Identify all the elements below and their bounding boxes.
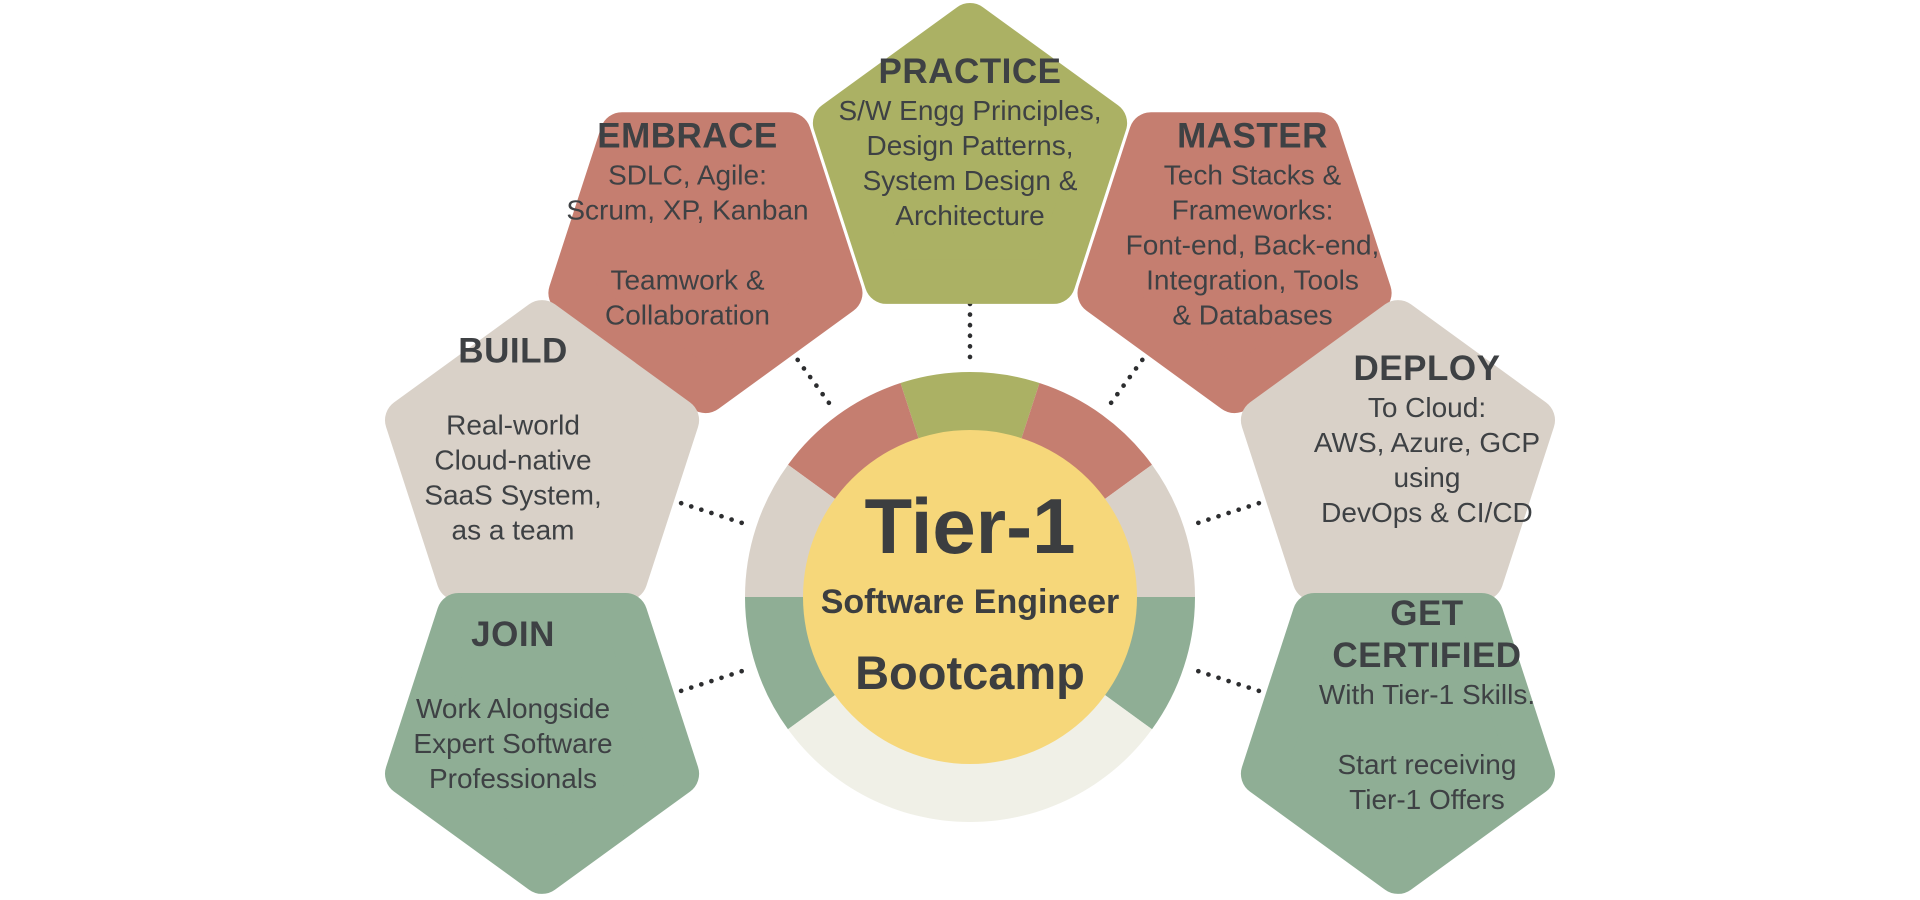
petal-shape-master <box>1077 112 1392 414</box>
petal-shape-deploy <box>1240 300 1555 601</box>
center-circle-label: Tier-1 Software Engineer Bootcamp <box>720 486 1220 708</box>
center-title: Tier-1 <box>864 482 1076 570</box>
ring-segment-build <box>745 464 841 597</box>
ring-segment-base <box>788 691 1152 823</box>
connector-line-deploy <box>1196 495 1279 526</box>
center-circle <box>803 430 1137 764</box>
ring-segment-get-certified <box>1099 597 1196 730</box>
petal-shape-embrace <box>548 112 863 414</box>
petal-shape-get-certified <box>1240 593 1555 894</box>
ring-segment-master <box>1019 383 1152 503</box>
center-subtitle-2: Bootcamp <box>855 646 1085 699</box>
connector-line-get-certified <box>1196 668 1279 699</box>
ring-segment-embrace <box>788 383 921 503</box>
ring-segment-deploy <box>1099 464 1195 597</box>
petal-shape-join <box>385 593 700 894</box>
connector-line-join <box>661 668 745 699</box>
connector-line-build <box>661 495 745 526</box>
connector-line-embrace <box>778 334 832 406</box>
ring-segment-practice <box>900 371 1040 445</box>
center-subtitle: Software Engineer <box>820 583 1120 621</box>
ring-segment-join <box>745 597 841 730</box>
petal-shape-practice <box>812 3 1128 304</box>
petal-shape-build <box>385 300 700 601</box>
connector-line-master <box>1108 334 1162 406</box>
